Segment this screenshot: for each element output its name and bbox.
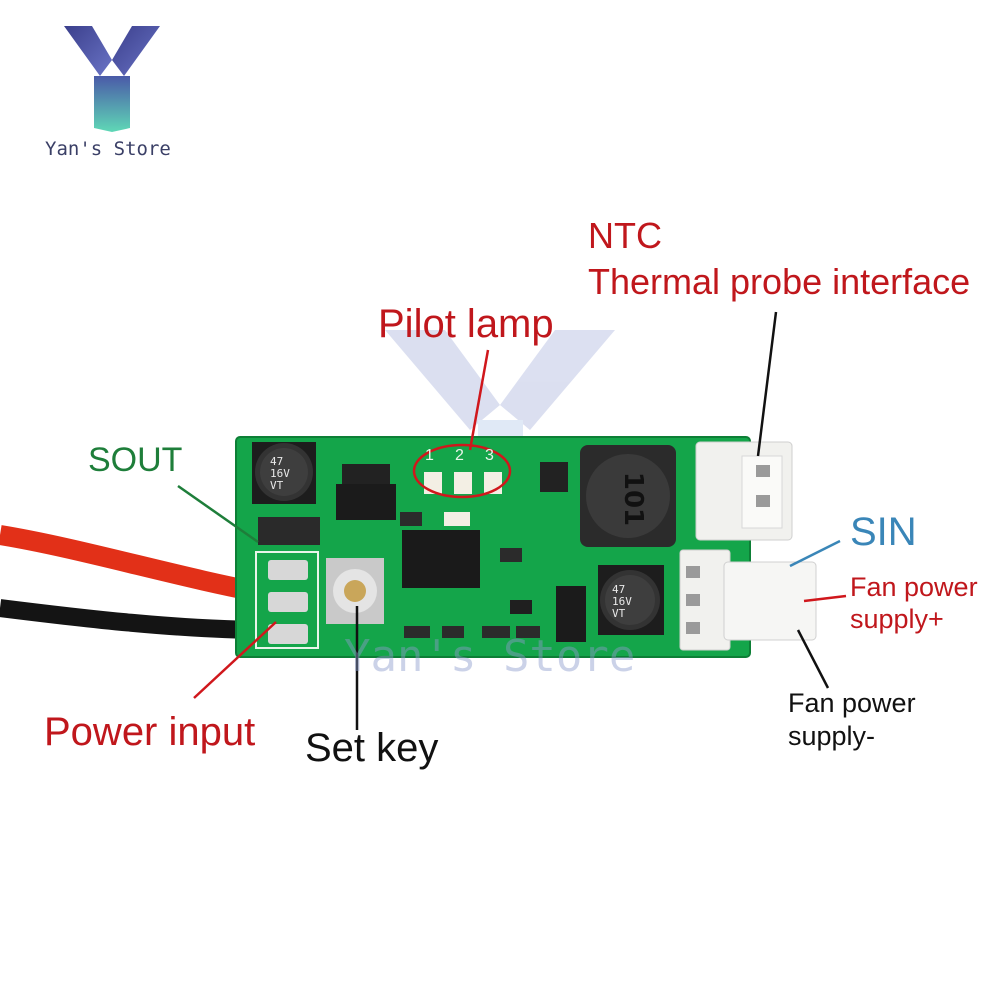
capacitor-right — [598, 565, 664, 635]
fan-power-plus-label-line2: supply+ — [850, 604, 944, 634]
cap-right-marking-3: VT — [612, 607, 626, 620]
led-number-3: 3 — [485, 447, 494, 464]
power-wires — [0, 525, 270, 639]
led-number-2: 2 — [455, 447, 464, 464]
power-input-label: Power input — [44, 710, 256, 754]
cap-right-marking-1: 47 — [612, 583, 626, 596]
ntc-connector — [695, 441, 793, 541]
fan-power-plus-label-line1: Fan power — [850, 572, 978, 602]
led-number-1: 1 — [425, 447, 434, 464]
fan-power-minus-label-line2: supply- — [788, 721, 876, 751]
cap-right-marking-2: 16V — [612, 595, 632, 608]
cap-left-marking-1: 47 — [270, 455, 284, 468]
sout-label: SOUT — [88, 441, 183, 479]
main-ic — [402, 530, 480, 588]
inductor — [580, 445, 676, 547]
store-logo-icon — [64, 26, 160, 132]
pilot-lamp-label: Pilot lamp — [378, 302, 554, 346]
watermark-text: Yan's Store — [344, 631, 636, 682]
logo-text: Yan's Store — [45, 138, 171, 160]
ntc-label: NTC — [588, 215, 662, 256]
set-key-label: Set key — [305, 726, 439, 770]
set-key-button — [326, 558, 384, 624]
inductor-marking: 101 — [618, 471, 649, 527]
capacitor-left — [252, 442, 316, 504]
pointer-lines — [177, 311, 847, 730]
fan-power-minus-label-line1: Fan power — [788, 688, 916, 718]
cap-left-marking-3: VT — [270, 479, 284, 492]
thermal-probe-label: Thermal probe interface — [588, 261, 971, 302]
fan-connector — [679, 549, 817, 651]
cap-left-marking-2: 16V — [270, 467, 290, 480]
sin-label: SIN — [850, 510, 917, 554]
